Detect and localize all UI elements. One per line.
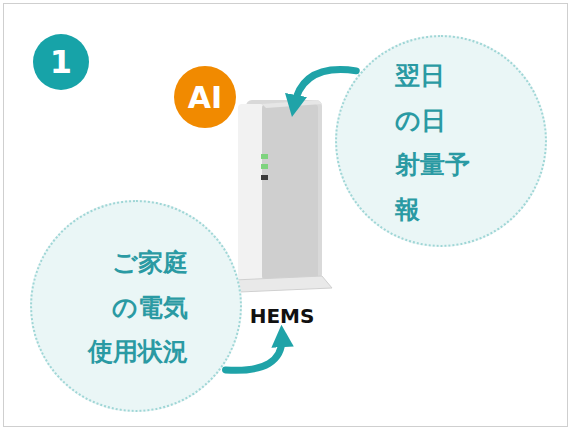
device-front <box>238 104 264 280</box>
node-text: HEMS <box>226 304 338 328</box>
led <box>261 154 268 159</box>
callout-number: 1 <box>33 34 89 90</box>
ai-circle: AI <box>174 66 236 128</box>
callout-number: 1 <box>50 43 72 81</box>
device-base <box>234 276 332 292</box>
node-text: 翌日の日射量予報 <box>395 54 470 232</box>
led <box>261 164 268 169</box>
device-side <box>262 104 318 280</box>
node-text: AI <box>188 80 222 115</box>
node-text: ご家庭の電気使用状況 <box>88 241 188 375</box>
usage-bubble: ご家庭の電気使用状況 <box>30 200 242 412</box>
forecast-bubble: 翌日の日射量予報 <box>335 35 547 247</box>
hems-device: HEMS <box>226 92 338 328</box>
led <box>261 175 268 180</box>
